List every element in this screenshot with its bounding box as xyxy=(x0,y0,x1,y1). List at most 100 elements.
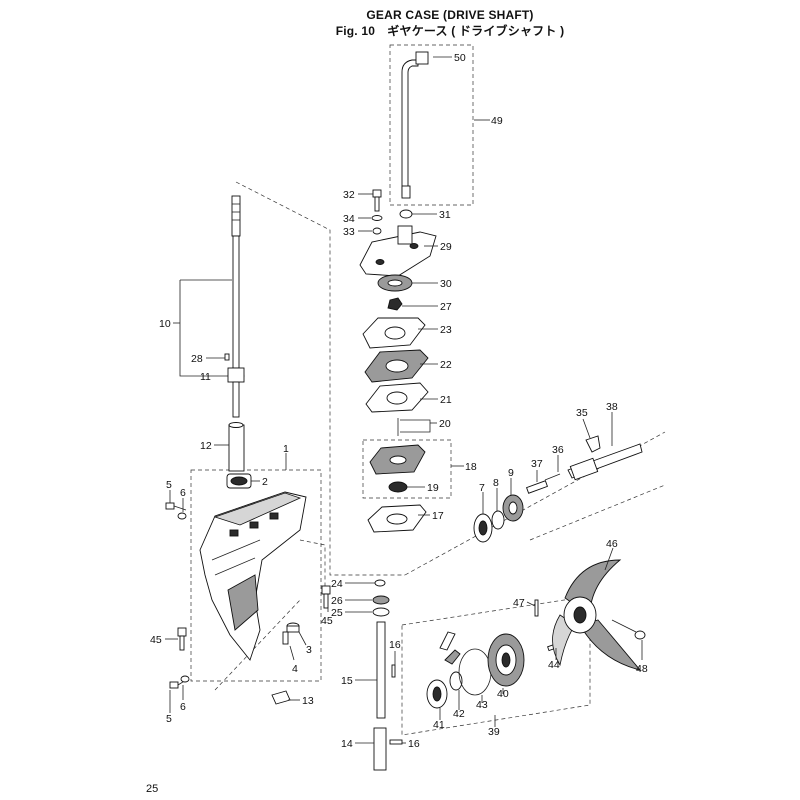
callout-25: 25 xyxy=(331,607,343,619)
collar-24 xyxy=(374,579,386,587)
callout-43: 43 xyxy=(476,699,488,711)
callout-6-lower: 6 xyxy=(180,701,186,713)
callout-41: 41 xyxy=(433,719,445,731)
callout-39: 39 xyxy=(488,726,500,738)
callout-33: 33 xyxy=(343,226,355,238)
callout-3: 3 xyxy=(306,644,312,656)
callout-26: 26 xyxy=(331,595,343,607)
washer-33 xyxy=(372,227,382,235)
water-tube-grommet xyxy=(415,51,429,65)
callout-labels: 50 49 32 34 33 31 29 30 27 23 22 21 20 1… xyxy=(150,52,648,750)
page-number: 25 xyxy=(146,783,159,795)
bushing-26 xyxy=(372,595,390,605)
callout-18: 18 xyxy=(465,461,477,473)
callout-17: 17 xyxy=(432,510,444,522)
callout-48: 48 xyxy=(636,663,648,675)
clutch-pin-37 xyxy=(526,480,548,494)
callout-15: 15 xyxy=(341,675,353,687)
callout-6-upper: 6 xyxy=(180,487,186,499)
callout-14: 14 xyxy=(341,738,353,750)
grommet-31 xyxy=(399,209,413,219)
callout-4: 4 xyxy=(292,663,298,675)
callout-28: 28 xyxy=(191,353,203,365)
callout-22: 22 xyxy=(440,359,452,371)
callout-37: 37 xyxy=(531,458,543,470)
bearing-7 xyxy=(473,513,493,543)
leader-lines xyxy=(165,56,643,744)
callout-7: 7 xyxy=(479,482,485,494)
pump-plate-22 xyxy=(364,349,429,383)
prop-shaft-housing-40 xyxy=(487,633,525,687)
spring-36 xyxy=(544,473,561,481)
callout-11: 11 xyxy=(200,371,211,383)
bearing-41 xyxy=(426,679,448,709)
washer-6-upper xyxy=(177,512,187,520)
callout-38: 38 xyxy=(606,401,618,413)
key-27 xyxy=(387,297,403,311)
callout-20: 20 xyxy=(439,418,451,430)
callout-5-lower: 5 xyxy=(166,713,172,725)
retainer-part-a xyxy=(439,631,456,651)
oil-seal-19 xyxy=(388,481,408,493)
washer-34 xyxy=(371,215,383,221)
callout-50: 50 xyxy=(454,52,466,64)
callout-23: 23 xyxy=(440,324,452,336)
pump-case-lower xyxy=(369,444,426,475)
callout-5-upper: 5 xyxy=(166,479,172,491)
drive-shaft-pin xyxy=(224,353,230,361)
gasket-23 xyxy=(362,317,426,349)
retainer-part-b xyxy=(444,649,461,665)
gear-case-housing xyxy=(199,491,307,661)
figure-title: Fig. 10 ギヤケース ( ドライブシャフト ) xyxy=(335,24,565,38)
callout-19: 19 xyxy=(427,482,439,494)
shift-rod-14 xyxy=(373,727,387,771)
callout-13: 13 xyxy=(302,695,314,707)
callout-36: 36 xyxy=(552,444,564,456)
gasket-21 xyxy=(365,382,429,413)
o-ring-43 xyxy=(458,648,492,696)
callout-46: 46 xyxy=(606,538,618,550)
bolt-45-right xyxy=(321,585,331,609)
callout-9: 9 xyxy=(508,467,514,479)
pump-case-29 xyxy=(359,225,437,277)
pinion-gear-9 xyxy=(502,494,524,522)
callout-35: 35 xyxy=(576,407,588,419)
impeller-30 xyxy=(377,274,413,292)
callout-42: 42 xyxy=(453,708,465,720)
anode-13 xyxy=(271,690,291,705)
pickup-tube-group-box xyxy=(389,44,474,206)
callout-44: 44 xyxy=(548,659,560,671)
callout-31: 31 xyxy=(439,209,451,221)
retainer-35 xyxy=(585,435,601,453)
drive-shaft-bearing xyxy=(226,473,252,489)
diagram-title: GEAR CASE (DRIVE SHAFT) xyxy=(366,8,534,22)
gear-case-group-box xyxy=(190,469,322,682)
cotter-pin-47 xyxy=(534,599,539,617)
washer-6-lower xyxy=(180,675,190,683)
bolt-32 xyxy=(372,189,382,212)
propeller-46 xyxy=(552,559,642,671)
callout-40: 40 xyxy=(497,688,509,700)
callout-24: 24 xyxy=(331,578,343,590)
o-ring-25 xyxy=(372,607,390,617)
callout-16-lower: 16 xyxy=(408,738,420,750)
pump-case-group-box xyxy=(362,439,452,499)
callout-47: 47 xyxy=(513,597,525,609)
washer-8 xyxy=(491,510,505,530)
pin-16-lower xyxy=(389,739,403,745)
callout-2: 2 xyxy=(262,476,268,488)
drive-shaft-sleeve xyxy=(228,424,245,472)
propeller-shaft-38 xyxy=(567,443,643,481)
propeller-shaft-housing-group-box xyxy=(401,595,591,736)
callout-1: 1 xyxy=(283,443,289,455)
bolt-45-left xyxy=(177,627,187,651)
water-tube xyxy=(401,59,419,199)
pin-16-upper xyxy=(391,664,396,678)
callout-10: 10 xyxy=(159,318,171,330)
callout-45-left: 45 xyxy=(150,634,162,646)
drive-shaft xyxy=(227,195,245,418)
callout-49: 49 xyxy=(491,115,503,127)
callout-34: 34 xyxy=(343,213,355,225)
callout-8: 8 xyxy=(493,477,499,489)
